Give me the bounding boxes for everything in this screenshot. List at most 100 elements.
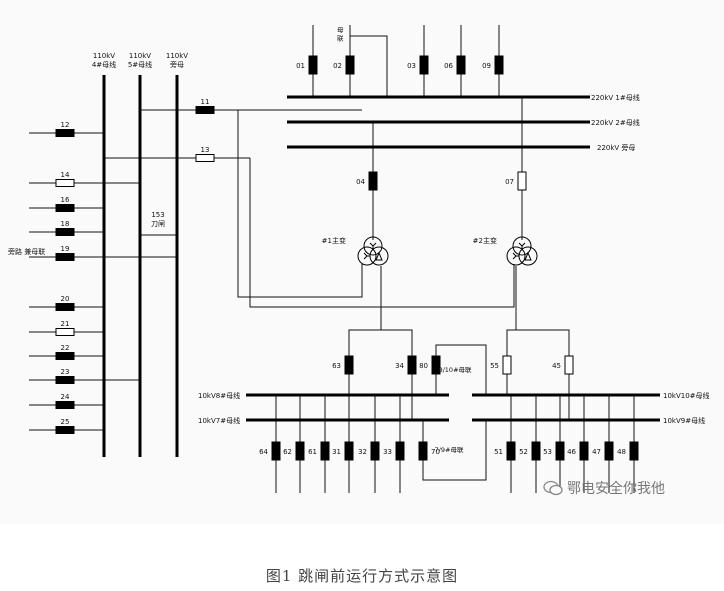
breaker-label-11: 11 bbox=[201, 98, 210, 106]
breaker-04 bbox=[368, 171, 378, 191]
breaker-label-22: 22 bbox=[61, 344, 70, 352]
breaker-16 bbox=[55, 204, 75, 212]
breaker-07 bbox=[517, 171, 527, 191]
breaker-03 bbox=[419, 55, 429, 75]
breaker-label-23: 23 bbox=[61, 368, 70, 376]
breaker-label-01: 01 bbox=[296, 62, 305, 70]
breaker-label-34: 34 bbox=[395, 362, 404, 370]
breaker-24 bbox=[55, 401, 75, 409]
breaker-34 bbox=[407, 355, 417, 375]
breaker-48 bbox=[629, 441, 639, 461]
breaker-19 bbox=[55, 253, 75, 261]
breaker-32 bbox=[370, 441, 380, 461]
watermark: 鄂电安全你我他 bbox=[543, 478, 665, 498]
breaker-31 bbox=[344, 441, 354, 461]
breaker-70 bbox=[418, 441, 428, 461]
breaker-02 bbox=[345, 55, 355, 75]
breaker-64 bbox=[271, 441, 281, 461]
breaker-label-62: 62 bbox=[283, 448, 292, 456]
link-11-b bbox=[237, 110, 363, 298]
breaker-label-61: 61 bbox=[308, 448, 317, 456]
breaker-label-18: 18 bbox=[61, 220, 70, 228]
breaker-label-04: 04 bbox=[356, 178, 365, 186]
breaker-06 bbox=[456, 55, 466, 75]
breaker-label-70: 70 bbox=[431, 448, 440, 456]
label-bus-tie-70: 7/9#母联 bbox=[435, 445, 464, 454]
breaker-51 bbox=[506, 441, 516, 461]
breaker-label-20: 20 bbox=[61, 295, 70, 303]
breaker-label-80: 80 bbox=[419, 362, 428, 370]
breaker-20 bbox=[55, 303, 75, 311]
link-13-b bbox=[249, 158, 515, 308]
breaker-label-48: 48 bbox=[617, 448, 626, 456]
xfmr2-10kv-b bbox=[516, 329, 570, 420]
breaker-13 bbox=[195, 154, 215, 162]
breaker-label-53: 53 bbox=[543, 448, 552, 456]
breaker-label-07: 07 bbox=[505, 178, 514, 186]
breaker-53 bbox=[555, 441, 565, 461]
label-bus-220kv-1: 220kV 1#母线 bbox=[591, 93, 640, 102]
breaker-label-46: 46 bbox=[567, 448, 576, 456]
label-bus-10kv-9: 10kV9#母线 bbox=[663, 416, 705, 425]
breaker-80 bbox=[431, 355, 441, 375]
label-bus-220kv-bypass: 220kV 旁母 bbox=[597, 143, 635, 152]
diagram-frame bbox=[0, 0, 724, 524]
transformer-1 bbox=[357, 236, 389, 266]
breaker-11 bbox=[195, 106, 215, 114]
bus-tie-220-line bbox=[350, 35, 388, 97]
breaker-21 bbox=[55, 328, 75, 336]
breaker-label-51: 51 bbox=[494, 448, 503, 456]
breaker-label-14: 14 bbox=[61, 171, 70, 179]
breaker-label-31: 31 bbox=[332, 448, 341, 456]
breaker-62 bbox=[295, 441, 305, 461]
transformer-2 bbox=[506, 236, 538, 266]
label-bus-10kv-8: 10kV8#母线 bbox=[198, 391, 240, 400]
breaker-18 bbox=[55, 228, 75, 236]
label-transformer-2: #2主变 bbox=[473, 236, 497, 245]
breaker-label-21: 21 bbox=[61, 320, 70, 328]
breaker-46 bbox=[579, 441, 589, 461]
breaker-label-12: 12 bbox=[61, 121, 70, 129]
breaker-label-16: 16 bbox=[61, 196, 70, 204]
breaker-label-52: 52 bbox=[519, 448, 528, 456]
breaker-label-06: 06 bbox=[444, 62, 453, 70]
xfmr1-10kv-a bbox=[348, 266, 382, 395]
breaker-23 bbox=[55, 376, 75, 384]
breaker-01 bbox=[308, 55, 318, 75]
breaker-label-64: 64 bbox=[259, 448, 268, 456]
label-transformer-1: #1主变 bbox=[322, 236, 346, 245]
figure-caption: 图1 跳闸前运行方式示意图 bbox=[265, 567, 459, 585]
breaker-label-32: 32 bbox=[358, 448, 367, 456]
xfmr1-10kv-b bbox=[381, 329, 413, 420]
breaker-52 bbox=[531, 441, 541, 461]
breaker-label-63: 63 bbox=[332, 362, 341, 370]
breaker-label-45: 45 bbox=[552, 362, 561, 370]
breaker-label-33: 33 bbox=[383, 448, 392, 456]
label-bus-10kv-10: 10kV10#母线 bbox=[663, 391, 710, 400]
label-bus-tie-220: 母联 bbox=[337, 26, 344, 43]
breaker-09 bbox=[494, 55, 504, 75]
label-bus-10kv-7: 10kV7#母线 bbox=[198, 416, 240, 425]
breaker-14 bbox=[55, 179, 75, 187]
label-bypass-tie-19: 旁路 兼母联 bbox=[8, 247, 45, 256]
breaker-label-24: 24 bbox=[61, 393, 70, 401]
breaker-22 bbox=[55, 352, 75, 360]
xfmr2-10kv-a bbox=[506, 266, 517, 395]
breaker-61 bbox=[320, 441, 330, 461]
breaker-label-03: 03 bbox=[407, 62, 416, 70]
label-bus-220kv-2: 220kV 2#母线 bbox=[591, 118, 640, 127]
breaker-45 bbox=[564, 355, 574, 375]
breaker-label-55: 55 bbox=[490, 362, 499, 370]
breaker-label-09: 09 bbox=[482, 62, 491, 70]
breaker-label-02: 02 bbox=[333, 62, 342, 70]
breaker-63 bbox=[344, 355, 354, 375]
breaker-47 bbox=[604, 441, 614, 461]
breaker-label-47: 47 bbox=[592, 448, 601, 456]
breaker-25 bbox=[55, 426, 75, 434]
breaker-33 bbox=[395, 441, 405, 461]
